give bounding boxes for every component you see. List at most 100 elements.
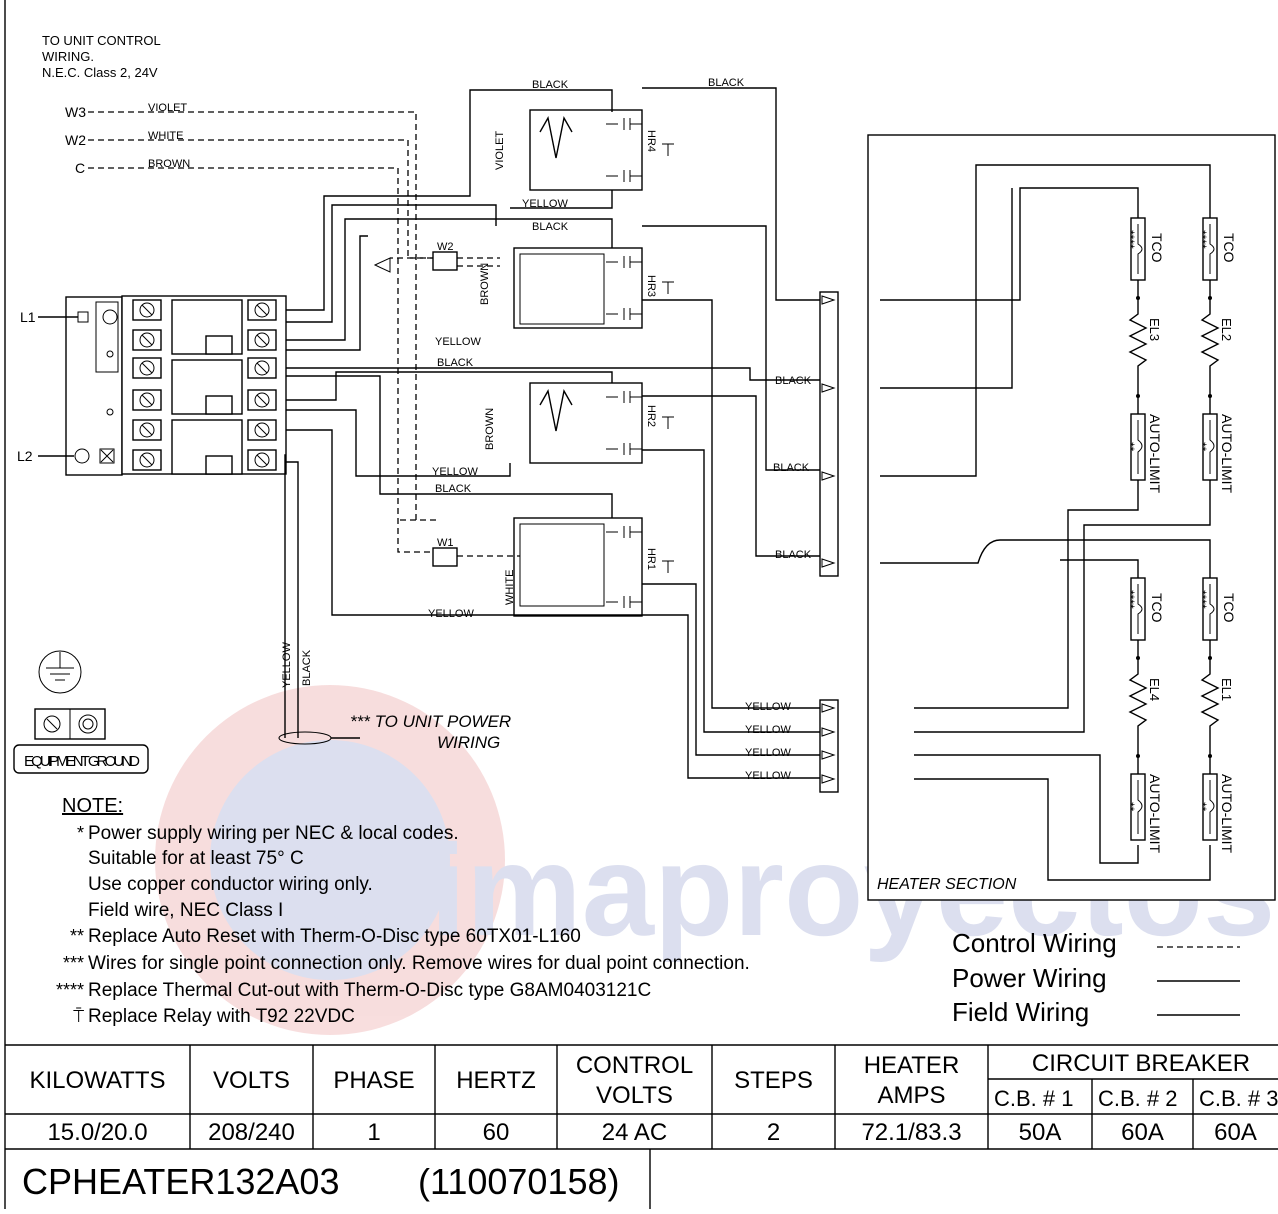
screw-head (254, 422, 270, 438)
auto-limit-symbol (1209, 420, 1215, 474)
screw-head (254, 332, 270, 348)
screw-slot (256, 454, 268, 466)
auto-limit-label: AUTO-LIMIT (1147, 774, 1163, 854)
wire-label-black: BLACK (773, 462, 810, 474)
l2-label: L2 (17, 448, 33, 464)
table-subheader: C.B. # 1 (994, 1086, 1073, 1111)
junction-dot (1136, 656, 1140, 660)
table-subheader: C.B. # 2 (1098, 1086, 1177, 1111)
tco-symbol (1209, 224, 1215, 274)
control-wiring-note: TO UNIT CONTROL WIRING. N.E.C. Class 2, … (42, 33, 161, 80)
auto-limit-label: AUTO-LIMIT (1219, 414, 1235, 494)
auto-limit (1130, 773, 1146, 841)
connector-w2: W2 (432, 241, 500, 271)
auto-limit (1202, 413, 1218, 481)
screw-slot (141, 304, 153, 316)
heater-element (1128, 280, 1148, 414)
wire-label-yellow: YELLOW (745, 770, 791, 782)
table-cell: 15.0/20.0 (47, 1119, 147, 1146)
relay-hr1: HR1 WHITE (504, 517, 657, 617)
note-line: Use copper conductor wiring only. (88, 874, 373, 895)
terminal-pin (821, 703, 836, 713)
wire-label-violet-vertical: VIOLET (494, 131, 506, 170)
screw-head (139, 392, 155, 408)
tco-mark: **** (1123, 230, 1137, 249)
model-code: (110070158) (418, 1161, 620, 1202)
note-line: Replace Thermal Cut-out with Therm-O-Dis… (88, 980, 651, 1001)
screw-slot (256, 362, 268, 374)
table-subheader: C.B. # 3 (1199, 1086, 1278, 1111)
screw-slot (256, 334, 268, 346)
screw-head (254, 360, 270, 376)
screw-slot (141, 454, 153, 466)
wire-labels: BLACK BLACK YELLOW BLACK YELLOW BLACK BL… (428, 77, 812, 782)
table-cell: 2 (767, 1119, 780, 1146)
table-header: HEATER (864, 1052, 960, 1079)
auto-limit-label: AUTO-LIMIT (1219, 774, 1235, 854)
note-line: Power supply wiring per NEC & local code… (88, 823, 459, 844)
heater-element (1200, 280, 1220, 414)
table-header: STEPS (734, 1067, 813, 1094)
table-header: PHASE (333, 1067, 414, 1094)
w1-connector-label: W1 (437, 537, 454, 549)
hr4-label: HR4 (645, 130, 657, 152)
power-note-line: WIRING (437, 733, 500, 752)
heater-element-label: EL1 (1219, 678, 1234, 701)
relay-symbol (662, 281, 674, 294)
relay-symbol (662, 560, 674, 573)
table-cell: 60A (1214, 1119, 1257, 1146)
wire-label-brown: BROWN (148, 158, 190, 170)
circuit-breaker-block (65, 295, 287, 476)
power-wire-label-black: BLACK (301, 649, 313, 686)
wire-label-white-vertical: WHITE (504, 570, 516, 605)
wire-label-yellow: YELLOW (522, 198, 568, 210)
note-line: Field wire, NEC Class I (88, 900, 283, 921)
note-heading: NOTE: (62, 795, 123, 817)
table-cell: 60A (1121, 1119, 1164, 1146)
table-header: HERTZ (456, 1067, 536, 1094)
terminal-pin (821, 774, 836, 784)
relay-contact (606, 526, 642, 538)
junction-dot (1208, 394, 1212, 398)
table-header: KILOWATTS (29, 1067, 165, 1094)
screw-slot (141, 334, 153, 346)
table-cell: 72.1/83.3 (861, 1119, 961, 1146)
tco-symbol (1137, 224, 1143, 274)
heater-element (1128, 640, 1148, 774)
relay-contact (606, 596, 642, 608)
auto-limit-label: AUTO-LIMIT (1147, 414, 1163, 494)
relay-contact (606, 308, 642, 320)
screw-slot (141, 362, 153, 374)
tco-symbol (1209, 584, 1215, 634)
auto-limit-mark: ** (1123, 802, 1137, 812)
screw-head (139, 422, 155, 438)
note-line: Replace Auto Reset with Therm-O-Disc typ… (88, 926, 581, 947)
heater-element (1200, 640, 1220, 774)
power-wire-label-yellow: YELLOW (281, 642, 293, 688)
control-note-line: N.E.C. Class 2, 24V (42, 65, 158, 80)
tco-mark: **** (1195, 590, 1209, 609)
note-line: Replace Relay with T92 22VDC (88, 1006, 355, 1027)
wire-label-black: BLACK (532, 221, 569, 233)
wire-label-white: WHITE (148, 130, 183, 142)
relay-symbol (662, 143, 674, 156)
tco-mark: **** (1195, 230, 1209, 249)
relay-contact (606, 256, 642, 268)
table-cell: 208/240 (208, 1119, 295, 1146)
terminal-w3-label: W3 (65, 104, 86, 120)
power-field-wires: YELLOW BLACK *** TO UNIT POWER WIRING (278, 642, 511, 752)
hr3-label: HR3 (645, 275, 657, 297)
hr1-label: HR1 (645, 548, 657, 570)
terminal-pin (821, 750, 836, 760)
screw-slot (141, 394, 153, 406)
control-note-line: TO UNIT CONTROL (42, 33, 161, 48)
table-cell: 60 (483, 1119, 510, 1146)
line-terminals: L1 L2 (17, 309, 89, 464)
relay-hr4: HR4 VIOLET (494, 109, 657, 191)
note-mark: ** (70, 926, 84, 946)
heater-element-label: EL2 (1219, 318, 1234, 341)
terminal-pin (821, 295, 836, 305)
wire-label-yellow: YELLOW (428, 608, 474, 620)
terminal-w2-label: W2 (65, 132, 86, 148)
table-cell: 1 (367, 1119, 380, 1146)
